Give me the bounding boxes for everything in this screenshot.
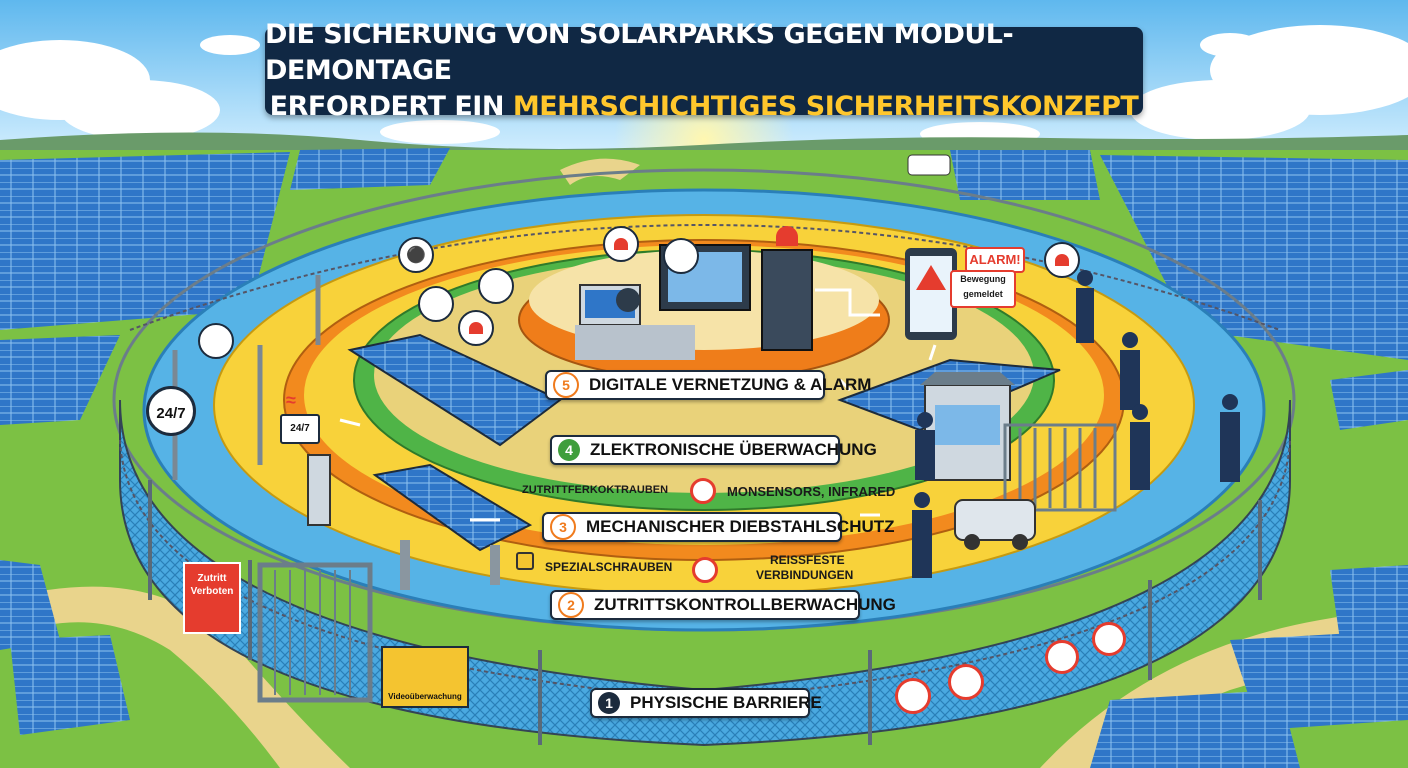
layer3-caption-left: Spezialschrauben: [545, 560, 673, 574]
no-tool-icon: [948, 664, 984, 700]
motion-sign: Bewegung gemeldet: [950, 270, 1016, 308]
layer-1-label: 1 Physische Barriere: [590, 688, 822, 718]
layer-2-label: 2 Zutrittskontrollberwachung: [550, 590, 896, 620]
sliding-gate: [1003, 423, 1117, 512]
layer-3-label: 3 Mechanischer Diebstahlschutz: [542, 512, 895, 542]
car: [907, 154, 1036, 550]
title-line-1: Die Sicherung von Solarparks gegen Modul…: [265, 19, 1014, 86]
camera-icon: ⚫: [398, 237, 434, 273]
layer-5-number: 5: [553, 372, 579, 398]
device-247: 24/7: [280, 414, 320, 444]
video-sign: Videoüberwachung: [381, 646, 469, 708]
camera-icon: [198, 323, 234, 359]
layer4-caption-left: Zutrittferkoktrauben: [522, 484, 669, 496]
flow-arrows: [339, 288, 937, 522]
title-line-2-plain: erfordert ein: [269, 91, 505, 122]
layer3-caption-right-1: Reissfeste: [770, 553, 845, 567]
alarm-sign: ALARM!: [965, 247, 1025, 273]
no-tool-icon: [1092, 622, 1126, 656]
fence-posts: [148, 480, 1262, 745]
alarm-light-icon: [458, 310, 494, 346]
layer3-caption-right-2: Verbindungen: [756, 568, 854, 582]
no-tool-icon: [690, 478, 716, 504]
layer-3-number: 3: [550, 514, 576, 540]
alarm-light-icon: [603, 226, 639, 262]
sensor-box: [307, 454, 331, 526]
motion-sign-line-1: Bewegung: [960, 274, 1006, 284]
title-banner: Die Sicherung von Solarparks gegen Modul…: [265, 19, 1143, 122]
layer-2-text: Zutrittskontrollberwachung: [594, 595, 896, 614]
no-tool-icon: [692, 557, 718, 583]
phone: [905, 248, 957, 340]
layer-5-label: 5 Digitale Vernetzung & Alarm: [545, 370, 871, 400]
layer4-caption-right: Monsensors, Infrared: [727, 484, 896, 499]
guards: [912, 270, 1240, 578]
no-entry-sign: Zutritt Verboten: [183, 562, 241, 634]
layer-4-text: Zlektronische Überwachung: [590, 440, 877, 459]
wifi-icon: ≈: [286, 390, 296, 410]
layer-5-text: Digitale Vernetzung & Alarm: [589, 375, 872, 394]
no-entry-sign-line-1: Zutritt: [197, 573, 227, 584]
layer-2-number: 2: [558, 592, 584, 618]
title-line-2: erfordert ein mehrschichtiges Sicherheit…: [270, 89, 1139, 125]
video-sign-text: Videoüberwachung: [388, 692, 462, 701]
dirt-path: [0, 586, 350, 768]
layer-4-number: 4: [558, 439, 580, 461]
control-room: [575, 244, 813, 360]
layer-4-label: 4 Zlektronische Überwachung: [550, 435, 877, 465]
dirt-path-2: [560, 158, 640, 185]
alarm-light-icon: [1044, 242, 1080, 278]
camera-icon: [478, 268, 514, 304]
motion-sign-line-2: gemeldet: [963, 289, 1003, 299]
padlock-icon: [895, 678, 931, 714]
camera-icon: [663, 238, 699, 274]
sign-247: 24/7: [146, 386, 196, 436]
barbed-wire-2: [129, 224, 1281, 331]
layer-1-number: 1: [598, 692, 620, 714]
padlock-icon: [1045, 640, 1079, 674]
layer-1-text: Physische Barriere: [630, 693, 822, 712]
alarm-light-icon: [776, 226, 798, 246]
no-entry-sign-line-2: Verboten: [190, 586, 234, 597]
title-line-2-highlight: mehrschichtiges Sicherheitskonzept: [512, 91, 1139, 122]
padlock-icon: [516, 552, 534, 570]
layer-3-text: Mechanischer Diebstahlschutz: [586, 517, 895, 536]
solar-fields: [0, 148, 1408, 768]
front-gate: [257, 562, 373, 703]
fingerprint-icon: [418, 286, 454, 322]
guard-house: [920, 372, 1015, 481]
